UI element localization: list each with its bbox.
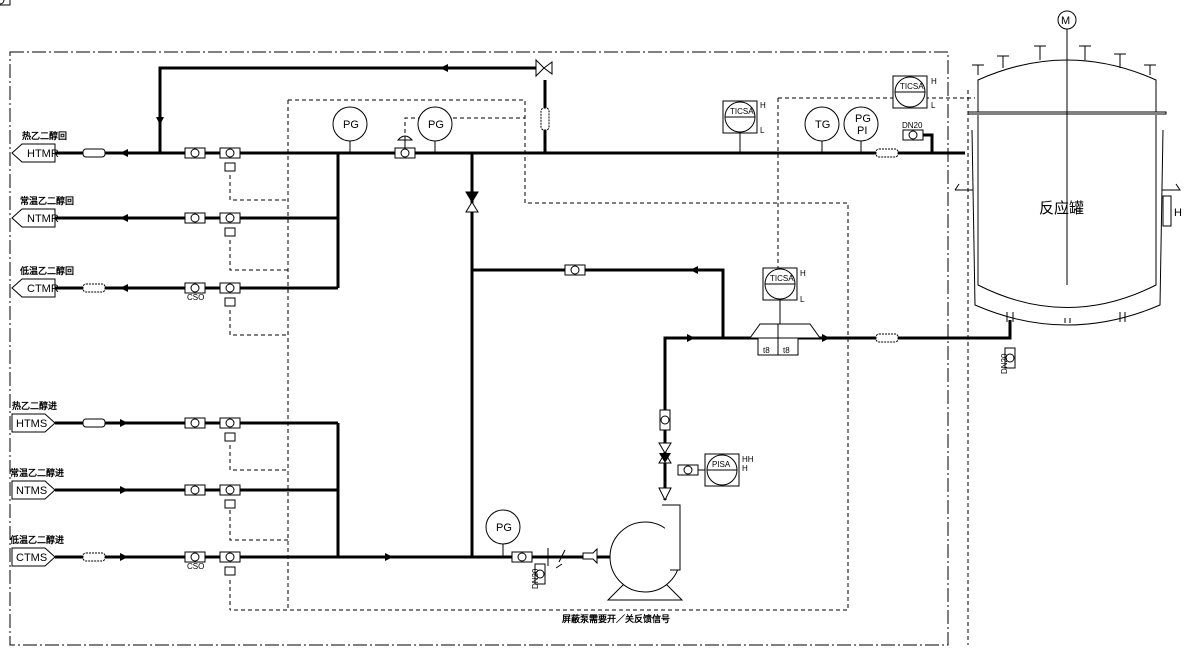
svg-text:t8: t8 [763, 346, 770, 355]
svg-text:热乙二醇进: 热乙二醇进 [12, 400, 57, 411]
pg-gauge-2: PG [417, 106, 453, 153]
pg-gauge-1: PG [332, 106, 368, 153]
svg-text:CTMS: CTMS [16, 552, 47, 564]
svg-text:TICSA: TICSA [730, 107, 754, 116]
svg-text:TICSA: TICSA [900, 82, 924, 91]
svg-text:H: H [1174, 207, 1182, 219]
drawing-frame [9, 51, 949, 646]
pump-signal-note: 屏蔽泵需要开／关反馈信号 [562, 613, 670, 624]
svg-text:常温乙二醇进: 常温乙二醇进 [10, 467, 64, 478]
heat-exchanger: t8 t8 [749, 323, 821, 356]
line-tag-ntms: NTMS 常温乙二醇进 [10, 467, 64, 500]
strainers [82, 107, 899, 562]
reactor-vessel: M 反应罐 H DN20 [954, 10, 1182, 645]
tg-gauge: TG [804, 106, 840, 153]
svg-text:HTMS: HTMS [16, 418, 47, 430]
svg-text:H: H [742, 464, 748, 473]
line-tag-htms: HTMS 热乙二醇进 [11, 400, 57, 433]
svg-text:热乙二醇回: 热乙二醇回 [22, 130, 67, 141]
ticsa-3: TICSA H L [762, 267, 806, 330]
svg-text:t8: t8 [783, 346, 790, 355]
svg-text:H: H [931, 77, 937, 86]
svg-text:M: M [1061, 15, 1070, 27]
svg-text:L: L [760, 126, 765, 135]
svg-text:DN20: DN20 [902, 121, 923, 130]
svg-text:TICSA: TICSA [770, 274, 794, 283]
svg-text:H: H [800, 269, 806, 278]
svg-text:PI: PI [857, 125, 867, 137]
check-valves [465, 58, 672, 502]
svg-text:CSO: CSO [187, 293, 204, 302]
svg-text:低温乙二醇回: 低温乙二醇回 [19, 265, 74, 276]
svg-text:PG: PG [428, 119, 444, 131]
svg-text:HH: HH [742, 455, 754, 464]
canned-pump: DN20 [531, 504, 684, 601]
svg-text:L: L [800, 295, 805, 304]
svg-text:NTMR: NTMR [27, 213, 59, 225]
pisa: PISA HHH [698, 453, 754, 487]
line-tag-ctms: CTMS 低温乙二醇进 [9, 534, 64, 567]
signal-lines [229, 97, 975, 611]
line-tag-ctmr: CTMR 低温乙二醇回 [11, 265, 74, 298]
svg-text:CSO: CSO [187, 562, 204, 571]
svg-text:NTMS: NTMS [16, 485, 47, 497]
ticsa-2: TICSA H L [892, 75, 937, 110]
svg-text:TG: TG [815, 119, 830, 131]
svg-text:常温乙二醇回: 常温乙二醇回 [20, 195, 74, 206]
svg-text:HTMR: HTMR [27, 148, 59, 160]
svg-text:PG: PG [855, 113, 871, 125]
svg-text:PG: PG [343, 119, 359, 131]
svg-text:DN20: DN20 [531, 568, 540, 589]
line-tag-ntmr: NTMR 常温乙二醇回 [11, 195, 74, 228]
svg-text:L: L [931, 101, 936, 110]
line-tag-htmr: HTMR 热乙二醇回 [11, 130, 67, 163]
svg-text:反应罐: 反应罐 [1039, 199, 1084, 217]
svg-text:H: H [760, 101, 766, 110]
ticsa-1: TICSA H L [722, 100, 766, 153]
svg-text:PG: PG [496, 522, 512, 534]
svg-text:低温乙二醇进: 低温乙二醇进 [9, 534, 64, 545]
svg-text:PISA: PISA [712, 460, 731, 469]
manifold-valves: CSO CSO [0, 0, 1016, 585]
pg-gauge-pump: PG [485, 509, 521, 557]
svg-text:CTMR: CTMR [27, 283, 59, 295]
svg-text:DN20: DN20 [1000, 353, 1009, 374]
line-tags: HTMR 热乙二醇回 NTMR 常温乙二醇回 CTMR 低温乙二醇回 HTMS 热乙二醇… [9, 130, 74, 567]
